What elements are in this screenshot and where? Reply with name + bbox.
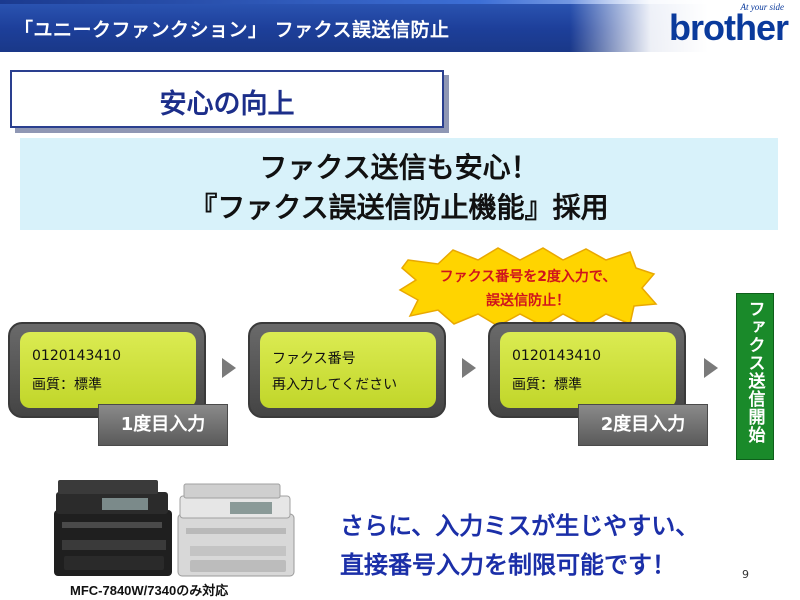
brand-logo: At your side brother xyxy=(618,2,789,48)
triangle-right-icon xyxy=(222,358,236,378)
lcd-line-1: 0120143410 xyxy=(512,348,602,364)
section-label-box: 安心の向上 xyxy=(10,70,444,128)
slide-title: 「ユニークファンクション」 ファクス誤送信防止 xyxy=(14,19,450,41)
printer-model-caption: MFC-7840W/7340のみ対応 xyxy=(70,583,229,598)
bottom-message-line-2: 直接番号入力を制限可能です！ xyxy=(340,551,676,579)
callout-line-1: ファクス番号を2度入力で、 xyxy=(439,269,617,285)
lcd-panel-reenter-prompt: ファクス番号 再入力してください xyxy=(248,322,446,418)
header-accent-strip xyxy=(0,0,800,4)
lcd-panel-second-entry: 0120143410 画質：標準 xyxy=(488,322,686,418)
step-label-second: 2度目入力 xyxy=(578,404,708,446)
header-fade xyxy=(570,0,800,52)
lcd-line-2: 再入力してください xyxy=(272,377,398,393)
brand-tagline: At your side xyxy=(740,2,785,12)
lcd-screen: ファクス番号 再入力してください xyxy=(260,332,436,408)
callout-line-2: 誤送信防止！ xyxy=(486,293,570,309)
printer-icon xyxy=(54,480,295,577)
lcd-line-1: 0120143410 xyxy=(32,348,122,364)
bottom-message-line-1: さらに、入力ミスが生じやすい、 xyxy=(340,512,700,540)
printer-illustrations xyxy=(50,466,300,580)
step-label-first: 1度目入力 xyxy=(98,404,228,446)
headline-line-1: ファクス送信も安心！ xyxy=(259,151,539,184)
brand-logo-text: brother xyxy=(669,7,789,48)
headline-band: ファクス送信も安心！ 『ファクス誤送信防止機能』採用 xyxy=(20,138,778,230)
callout-burst: ファクス番号を2度入力で、 誤送信防止！ xyxy=(398,246,658,328)
triangle-right-icon xyxy=(704,358,718,378)
lcd-panel-first-entry: 0120143410 画質：標準 xyxy=(8,322,206,418)
header-bar: 「ユニークファンクション」 ファクス誤送信防止 At your side bro… xyxy=(0,0,800,52)
headline-line-2: 『ファクス誤送信防止機能』採用 xyxy=(189,191,609,224)
starburst-icon xyxy=(398,247,658,327)
triangle-right-icon xyxy=(462,358,476,378)
lcd-line-1: ファクス番号 xyxy=(272,351,356,367)
lcd-screen: 0120143410 画質：標準 xyxy=(20,332,196,408)
section-title: 安心の向上 xyxy=(159,89,295,120)
fax-send-start-text: ファクス送信開始 xyxy=(744,300,765,444)
lcd-screen: 0120143410 画質：標準 xyxy=(500,332,676,408)
lcd-line-2: 画質：標準 xyxy=(32,377,102,393)
page-number: 9 xyxy=(742,568,749,581)
lcd-line-2: 画質：標準 xyxy=(512,377,582,393)
fax-send-start-label: ファクス送信開始 xyxy=(736,293,774,460)
